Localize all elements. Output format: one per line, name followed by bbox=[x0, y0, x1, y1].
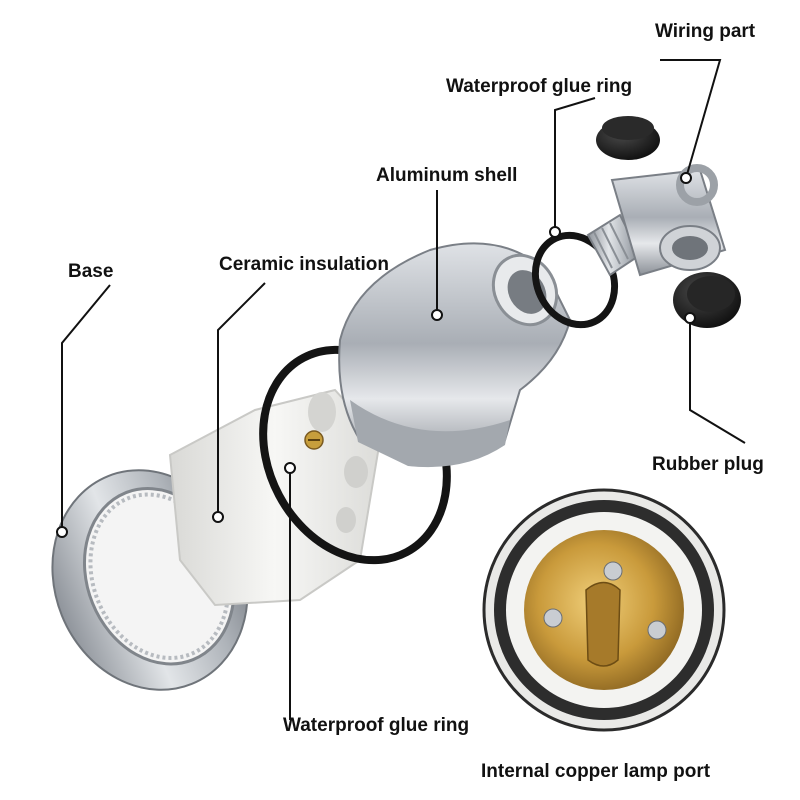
ceramic-insulation-part bbox=[168, 388, 382, 607]
label-copper-port: Internal copper lamp port bbox=[481, 761, 711, 782]
label-aluminum-shell: Aluminum shell bbox=[376, 165, 518, 186]
label-waterproof-ring-bottom: Waterproof glue ring bbox=[283, 715, 470, 736]
rubber-plug bbox=[673, 272, 741, 328]
marker-dots bbox=[56, 172, 696, 538]
rubber-plug-top bbox=[596, 116, 660, 160]
aluminum-shell bbox=[338, 242, 572, 468]
label-base: Base bbox=[68, 261, 114, 282]
label-waterproof-ring-top: Waterproof glue ring bbox=[446, 76, 633, 97]
copper-lamp-port bbox=[482, 488, 726, 732]
label-ceramic-insulation: Ceramic insulation bbox=[219, 254, 389, 275]
wiring-part bbox=[586, 164, 727, 277]
label-rubber-plug: Rubber plug bbox=[652, 454, 764, 475]
leader-lines bbox=[61, 59, 746, 720]
label-wiring-part: Wiring part bbox=[655, 21, 756, 42]
screw-icon bbox=[543, 561, 667, 640]
